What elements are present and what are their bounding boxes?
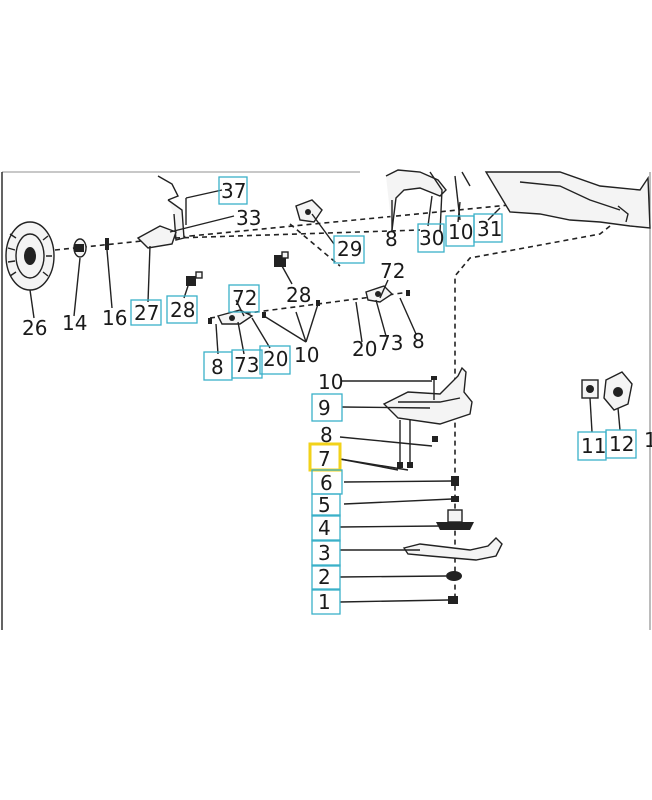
callout-33: 33 [236,206,261,230]
height-rod-line [174,229,421,239]
callout-28-mid: 28 [286,283,311,307]
blade-adapter-icon [436,509,474,530]
callout-3: 3 [318,541,331,565]
front-axle-line [209,291,411,319]
washer-icon [451,496,459,502]
callout-6: 6 [320,471,333,495]
callout-7: 7 [318,447,331,471]
callout-73-right: 73 [378,331,403,355]
callout-8-left: 8 [211,355,224,379]
callout-20-right: 20 [352,337,377,361]
callout-8-mid: 8 [320,423,333,447]
retaining-clip-icon [105,238,109,250]
pivot-bracket-icon [295,199,323,223]
wheel-icon [5,221,55,291]
callout-20-left: 20 [263,347,288,371]
callout-29: 29 [337,237,362,261]
callout-26: 26 [22,316,47,340]
callout-9: 9 [318,396,331,420]
wheel-nut-icon [73,238,87,258]
blade-bolt-icon [448,596,458,604]
callout-boxes [130,176,637,615]
callout-31: 31 [477,217,502,241]
callout-8-top: 8 [385,227,398,251]
callout-30: 30 [419,226,444,250]
callout-cut-off: 1 [644,428,652,452]
callout-10-mid: 10 [318,370,343,394]
callout-16: 16 [102,306,127,330]
callout-73-left: 73 [234,353,259,377]
callout-37: 37 [221,179,246,203]
callout-12: 12 [609,432,634,456]
bolt-icon [397,420,438,468]
callout-72-left: 72 [232,286,257,310]
bushing-icon [274,251,289,267]
motor-cover-icon [382,366,473,425]
center-axis-line [454,225,611,600]
callout-11: 11 [581,434,606,458]
callout-1: 1 [318,590,331,614]
rear-housing-icon [484,171,651,229]
pivot-dash-line [289,223,341,267]
callout-27: 27 [134,301,159,325]
switch-box-icon [581,379,599,399]
callout-14: 14 [62,311,87,335]
spring-washer-icon [451,476,459,486]
callout-72-right: 72 [380,259,405,283]
blade-icon [402,537,503,561]
top-dash-line [189,203,521,237]
cable-clip-icon [603,371,633,411]
callout-5: 5 [318,493,331,517]
callout-28-left: 28 [170,298,195,322]
callout-10-top: 10 [448,220,473,244]
callout-4: 4 [318,516,331,540]
callout-2: 2 [318,565,331,589]
screw-icon [431,376,437,400]
bushing-icon [186,271,203,286]
callout-10-center: 10 [294,343,319,367]
callout-8-right: 8 [412,329,425,353]
blade-washer-icon [446,571,462,581]
